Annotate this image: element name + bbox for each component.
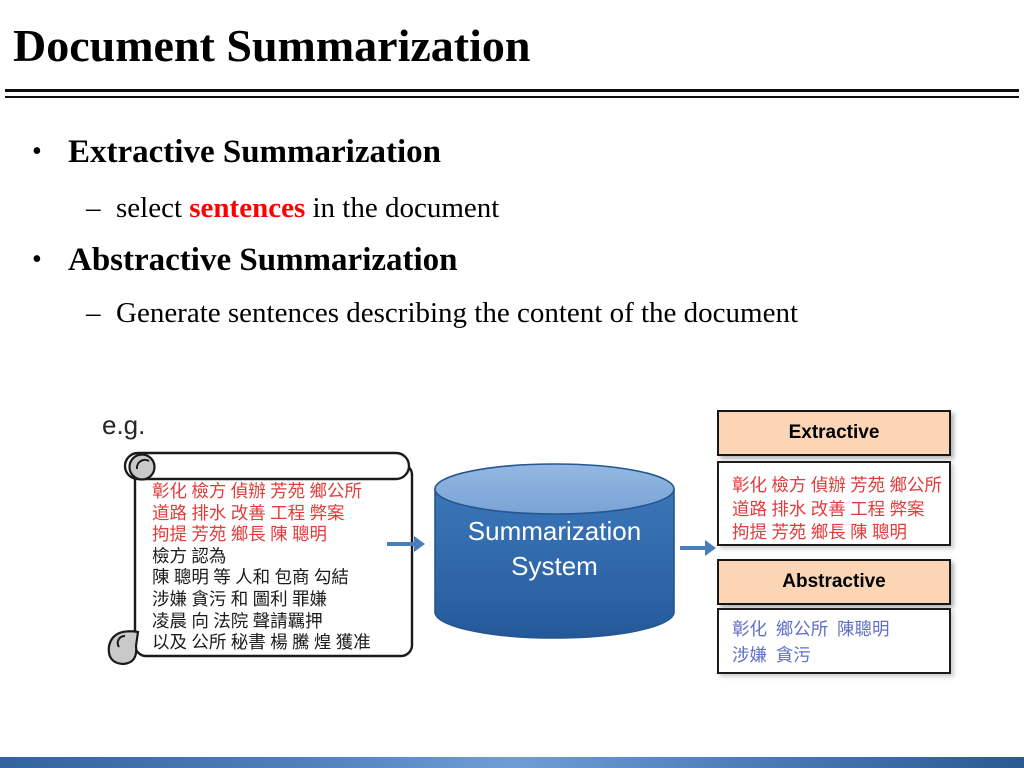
subbullet-abstractive: –Generate sentences describing the conte… bbox=[86, 297, 798, 330]
extractive-line: 拘提 芳苑 鄉長 陳 聰明 bbox=[732, 522, 907, 542]
dash-icon: – bbox=[86, 192, 101, 224]
arrow-right-icon bbox=[680, 540, 716, 556]
arrow-right-icon bbox=[387, 536, 425, 552]
extractive-line: 道路 排水 改善 工程 弊案 bbox=[732, 498, 925, 519]
source-line: 陳 聰明 等 人和 包商 勾結 bbox=[152, 567, 349, 588]
source-line: 凌晨 向 法院 聲請羈押 bbox=[152, 610, 323, 631]
source-line: 彰化 檢方 偵辦 芳苑 鄉公所 bbox=[152, 481, 362, 501]
abstractive-line: 涉嫌 貪污 bbox=[732, 644, 811, 665]
title-rule-thick bbox=[5, 89, 1019, 92]
abstractive-output-box: 彰化 鄉公所 陳聰明 涉嫌 貪污 bbox=[717, 608, 951, 674]
summarization-system-label: Summarization System bbox=[433, 514, 676, 584]
subbullet-abstractive-text: Generate sentences describing the conten… bbox=[116, 297, 799, 329]
dash-icon: – bbox=[86, 297, 101, 329]
system-label-line2: System bbox=[511, 551, 598, 581]
bullet-dot-icon: • bbox=[32, 136, 42, 167]
source-line: 拘提 芳苑 鄉長 陳 聰明 bbox=[152, 524, 327, 545]
subbullet-extractive-post: in the document bbox=[305, 192, 500, 224]
system-label-line1: Summarization bbox=[467, 516, 642, 546]
source-line: 涉嫌 貪污 和 圖利 罪嫌 bbox=[152, 588, 327, 609]
source-line: 道路 排水 改善 工程 弊案 bbox=[152, 502, 345, 523]
summarization-system: Summarization System bbox=[433, 462, 676, 642]
title-rule-thin bbox=[5, 96, 1019, 98]
extractive-output-box: 彰化 檢方 偵辦 芳苑 鄉公所 道路 排水 改善 工程 弊案 拘提 芳苑 鄉長 … bbox=[717, 461, 951, 546]
abstractive-header: Abstractive bbox=[717, 559, 951, 605]
bullet-extractive: • Extractive Summarization bbox=[32, 134, 441, 171]
cylinder-icon bbox=[434, 463, 675, 639]
source-document-scroll: 彰化 檢方 偵辦 芳苑 鄉公所 道路 排水 改善 工程 弊案 拘提 芳苑 鄉長 … bbox=[105, 450, 417, 666]
extractive-line: 彰化 檢方 偵辦 芳苑 鄉公所 bbox=[732, 475, 942, 495]
extractive-header: Extractive bbox=[717, 410, 951, 456]
bullet-abstractive-label: Abstractive Summarization bbox=[68, 242, 458, 278]
bullet-dot-icon: • bbox=[32, 244, 42, 275]
footer-accent-bar bbox=[0, 757, 1024, 768]
slide-title: Document Summarization bbox=[13, 20, 531, 71]
subbullet-extractive: –select sentences in the document bbox=[86, 192, 499, 225]
abstractive-line: 彰化 鄉公所 陳聰明 bbox=[732, 619, 890, 639]
scroll-shape-icon bbox=[107, 451, 414, 666]
source-line: 檢方 認為 bbox=[152, 545, 227, 566]
bullet-abstractive: • Abstractive Summarization bbox=[32, 242, 458, 279]
subbullet-extractive-highlight: sentences bbox=[189, 192, 306, 224]
bullet-extractive-label: Extractive Summarization bbox=[68, 134, 442, 170]
source-document-text: 彰化 檢方 偵辦 芳苑 鄉公所 道路 排水 改善 工程 弊案 拘提 芳苑 鄉長 … bbox=[152, 481, 412, 654]
example-label: e.g. bbox=[102, 410, 146, 440]
subbullet-extractive-pre: select bbox=[116, 192, 190, 224]
source-line: 以及 公所 秘書 楊 騰 煌 獲准 bbox=[152, 632, 371, 653]
